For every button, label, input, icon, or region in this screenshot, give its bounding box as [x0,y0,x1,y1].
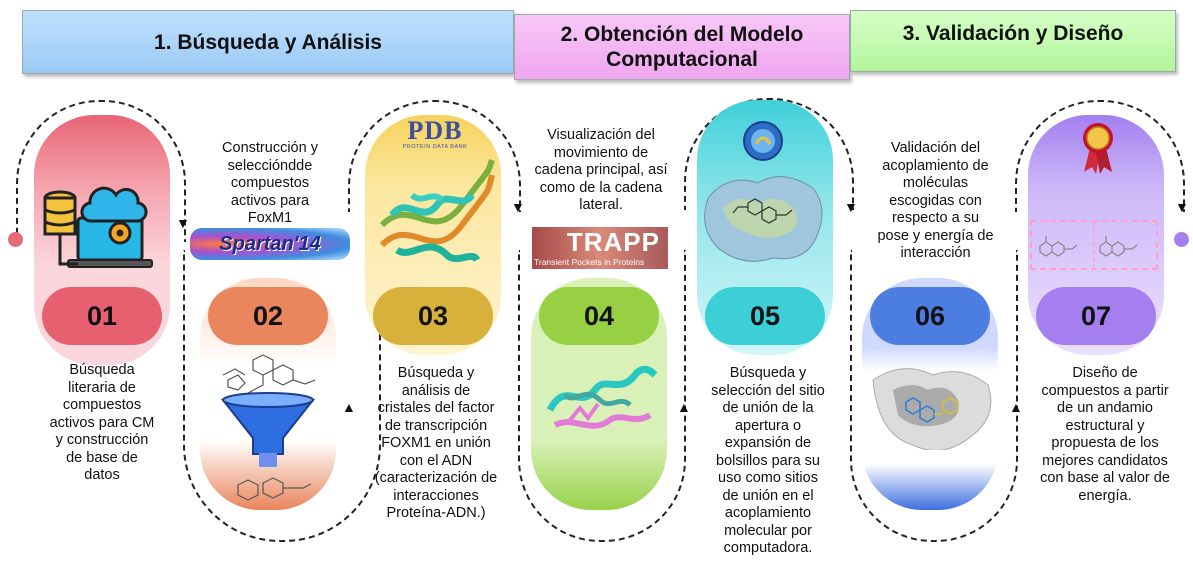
header-busqueda-analisis: 1. Búsqueda y Análisis [22,10,514,74]
trapp-logo: TRAPP Transient Pockets in Proteins [532,227,668,269]
step-06-number: 06 [870,287,990,345]
molecule-funnel-image [220,354,316,501]
arrow-down-icon: ▼ [511,199,525,215]
header-2-line1: 2. Obtención del Modelo [560,23,804,46]
header-1-text: 1. Búsqueda y Análisis [154,30,382,54]
candidate-molecules-image [1030,220,1158,270]
arrow-down-icon: ▼ [176,215,190,231]
arrow-down-icon: ▼ [1175,199,1189,215]
header-2-line2: Computacional [606,48,758,71]
arrow-up-icon: ▲ [677,399,691,415]
protein-dna-structure-image [379,159,495,263]
protein-backbone-image [546,365,658,429]
arrow-down-icon: ▼ [844,199,858,215]
step-02-number: 02 [208,287,328,345]
header-validacion-diseno: 3. Validación y Diseño [850,10,1176,72]
step-01-number: 01 [42,287,162,345]
start-dot [8,232,23,247]
end-dot [1174,232,1189,247]
molecule-structures-icon [1039,222,1138,268]
connector-arc-4 [518,250,686,542]
connector-arc-2 [183,250,381,542]
step-04-number: 04 [539,287,659,345]
header-obtencion-modelo: 2. Obtención del Modelo Computacional [514,14,850,80]
step-07-number: 07 [1036,287,1156,345]
header-3-text: 3. Validación y Diseño [902,22,1124,45]
step-03-number: 03 [373,287,493,345]
chimera-logo-icon [743,121,783,161]
database-cloud-laptop-icon [43,186,153,268]
docking-pose-image [872,368,992,450]
spartan-logo: Spartan'14 [190,228,350,260]
binding-site-surface-image [704,176,823,262]
connector-arc-6 [850,250,1018,542]
award-ribbon-icon [1083,123,1113,174]
arrow-up-icon: ▲ [1009,399,1023,415]
pdb-logo: PDB PROTEIN DATA BANK [402,116,468,151]
connector-arc-1 [16,100,186,242]
arrow-up-icon: ▲ [342,399,356,415]
step-05-number: 05 [705,287,825,345]
